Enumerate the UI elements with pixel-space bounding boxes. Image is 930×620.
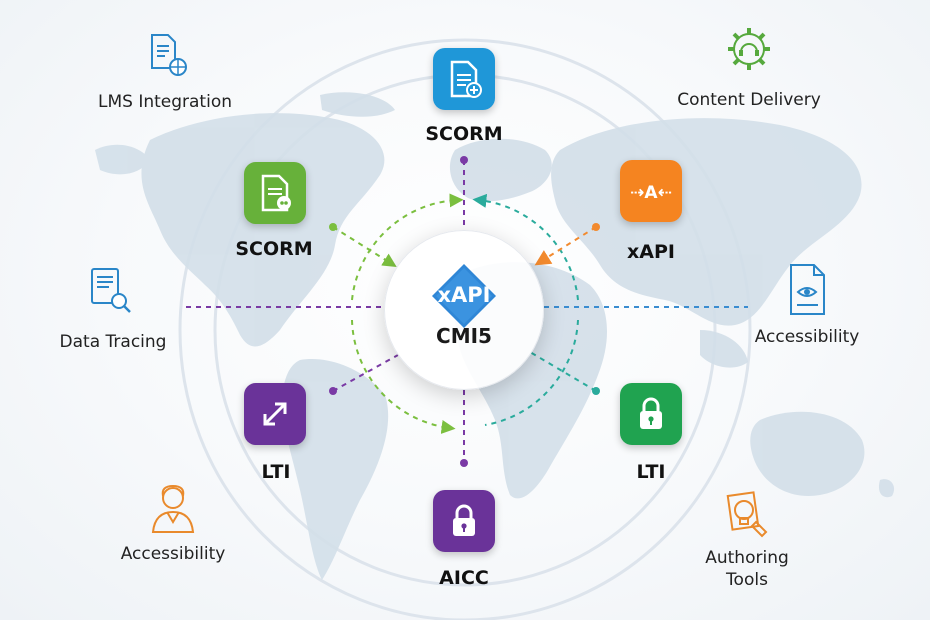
accessibility-right-label: Accessibility <box>754 327 860 347</box>
authoring-line-1: Authoring <box>705 548 789 568</box>
aicc-tile[interactable] <box>433 490 495 552</box>
green-arc-bottom <box>351 319 456 434</box>
authoring-line-2: Tools <box>726 570 768 590</box>
report-search-icon <box>91 268 131 313</box>
person-icon <box>151 484 195 533</box>
lti-right-tile[interactable] <box>620 383 682 445</box>
lti-right-label: LTI <box>636 461 666 483</box>
lms-integration-label: LMS Integration <box>97 92 233 112</box>
accessible-document-icon <box>790 264 825 315</box>
xapi-label: xAPI <box>627 241 675 263</box>
scorm-left-label: SCORM <box>235 238 313 260</box>
aicc-label: AICC <box>439 567 489 589</box>
document-plus-icon <box>450 60 482 98</box>
accessibility-left-label: Accessibility <box>120 544 226 564</box>
gear-headset-icon <box>728 28 770 70</box>
authoring-tools-label: Authoring Tools <box>705 547 789 591</box>
lti-left-label: LTI <box>261 461 291 483</box>
scorm-left-tile[interactable] <box>244 162 306 224</box>
authoring-bulb-icon <box>726 491 768 538</box>
hub-label: CMI5 <box>436 324 492 348</box>
teal-arc-top <box>472 193 579 301</box>
green-arc-top <box>351 193 464 301</box>
document-globe-icon <box>151 34 187 76</box>
scorm-top-label: SCORM <box>425 123 503 145</box>
hub-badge-text: xAPI <box>437 283 491 307</box>
scorm-top-tile[interactable] <box>433 48 495 110</box>
xapi-tile[interactable]: ⇢A⇠ <box>620 160 682 222</box>
svg-text:⇢A⇠: ⇢A⇠ <box>630 183 672 203</box>
lti-left-tile[interactable] <box>244 383 306 445</box>
data-tracing-label: Data Tracing <box>59 332 167 352</box>
document-share-icon <box>261 174 291 212</box>
lock-icon <box>453 504 475 536</box>
lock-icon <box>640 397 662 429</box>
central-hub: xAPI CMI5 <box>384 230 544 390</box>
xapi-arrows-icon: ⇢A⇠ <box>630 183 672 203</box>
hub-badge <box>432 264 496 328</box>
expand-arrows-icon <box>263 402 287 426</box>
content-delivery-label: Content Delivery <box>677 90 821 110</box>
teal-arc-bottom <box>484 319 579 426</box>
